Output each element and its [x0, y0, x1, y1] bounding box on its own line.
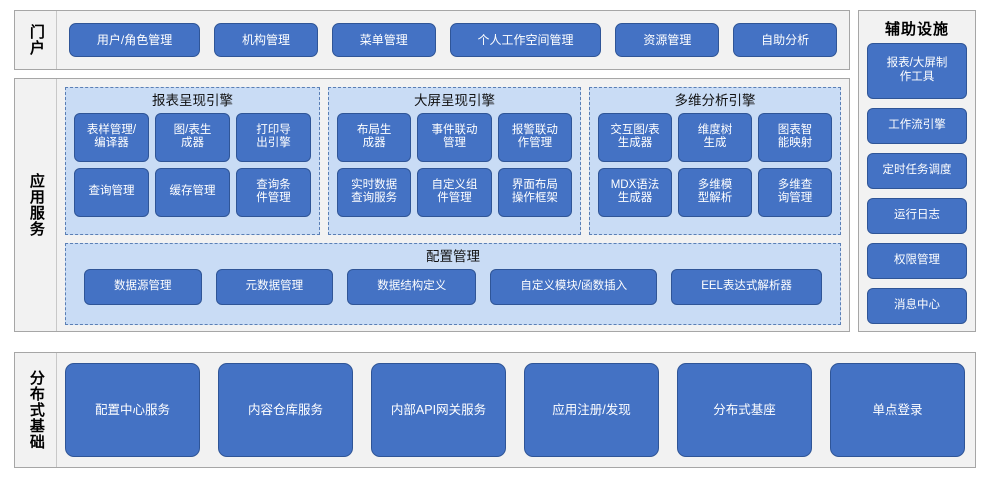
aux-button-message-center[interactable]: 消息中心 [867, 287, 967, 324]
distributed-foundation-panel: 分布式基础 配置中心服务 内容仓库服务 内部API网关服务 应用注册/发现 分布… [14, 352, 976, 468]
group-configuration-management: 配置管理 数据源管理 元数据管理 数据结构定义 自定义模块/函数插入 EEL表达… [65, 243, 841, 325]
btn-layout-generator[interactable]: 布局生 成器 [337, 112, 412, 162]
group-title-bigscreen-rendering-engine: 大屏呈现引擎 [414, 93, 495, 108]
dist-button-application-registration-discovery[interactable]: 应用注册/发现 [524, 363, 659, 457]
portal-button-menu-management[interactable]: 菜单管理 [331, 23, 436, 57]
group-bigscreen-rendering-engine: 大屏呈现引擎 布局生 成器 事件联动 管理 报警联动 作管理 实时数据 查询服务… [328, 87, 581, 235]
group-row-configuration-management: 数据源管理 元数据管理 数据结构定义 自定义模块/函数插入 EEL表达式解析器 [66, 268, 840, 313]
btn-multidimensional-query-management[interactable]: 多维查 询管理 [758, 167, 832, 217]
btn-realtime-data-query-service[interactable]: 实时数据 查询服务 [337, 167, 412, 217]
portal-button-organization-management[interactable]: 机构管理 [214, 23, 318, 57]
portal-button-self-service-analysis[interactable]: 自助分析 [733, 23, 838, 57]
auxiliary-facilities-title: 辅助设施 [884, 21, 949, 38]
portal-panel: 门户 用户/角色管理 机构管理 菜单管理 个人工作空间管理 资源管理 自助分析 [14, 10, 850, 70]
btn-query-management[interactable]: 查询管理 [74, 167, 149, 217]
application-services-body: 报表呈现引擎 表样管理/ 编译器 图/表生 成器 打印导 出引擎 查询管理 缓存… [65, 87, 841, 325]
group-grid-multidimensional-analysis-engine: 交互图/表 生成器 维度树 生成 图表智 能映射 MDX语法 生成器 多维模 型… [590, 112, 840, 225]
btn-alarm-linkage-action-management[interactable]: 报警联动 作管理 [497, 112, 572, 162]
group-grid-report-rendering-engine: 表样管理/ 编译器 图/表生 成器 打印导 出引擎 查询管理 缓存管理 查询条 … [66, 112, 319, 225]
aux-button-permission-management[interactable]: 权限管理 [867, 242, 967, 279]
distributed-foundation-panel-label: 分布式基础 [15, 353, 57, 467]
btn-interactive-chart-table-generator[interactable]: 交互图/表 生成器 [598, 112, 672, 162]
btn-multidimensional-model-parsing[interactable]: 多维模 型解析 [678, 167, 752, 217]
portal-button-user-role-management[interactable]: 用户/角色管理 [69, 23, 201, 57]
btn-data-structure-definition[interactable]: 数据结构定义 [347, 268, 477, 305]
auxiliary-facilities-panel: 辅助设施 报表/大屏制 作工具 工作流引擎 定时任务调度 运行日志 权限管理 消… [858, 10, 976, 332]
btn-eel-expression-parser[interactable]: EEL表达式解析器 [671, 268, 822, 305]
btn-custom-component-management[interactable]: 自定义组 件管理 [417, 167, 492, 217]
btn-cache-management[interactable]: 缓存管理 [155, 167, 230, 217]
distributed-foundation-button-row: 配置中心服务 内容仓库服务 内部API网关服务 应用注册/发现 分布式基座 单点… [65, 363, 965, 457]
application-services-panel: 应用服务 报表呈现引擎 表样管理/ 编译器 图/表生 成器 打印导 出引擎 查询… [14, 78, 850, 332]
group-title-configuration-management: 配置管理 [426, 249, 480, 264]
aux-button-scheduled-task-scheduling[interactable]: 定时任务调度 [867, 152, 967, 189]
btn-print-export-engine[interactable]: 打印导 出引擎 [236, 112, 311, 162]
dist-button-configuration-center-service[interactable]: 配置中心服务 [65, 363, 200, 457]
group-title-report-rendering-engine: 报表呈现引擎 [152, 93, 233, 108]
dist-button-internal-api-gateway-service[interactable]: 内部API网关服务 [371, 363, 506, 457]
auxiliary-facilities-list: 报表/大屏制 作工具 工作流引擎 定时任务调度 运行日志 权限管理 消息中心 [867, 43, 967, 324]
portal-panel-label: 门户 [15, 11, 57, 69]
btn-event-linkage-management[interactable]: 事件联动 管理 [417, 112, 492, 162]
btn-query-condition-management[interactable]: 查询条 件管理 [236, 167, 311, 217]
portal-button-resource-management[interactable]: 资源管理 [615, 23, 720, 57]
dist-button-single-sign-on[interactable]: 单点登录 [830, 363, 965, 457]
application-services-panel-label: 应用服务 [15, 79, 57, 331]
btn-mdx-syntax-generator[interactable]: MDX语法 生成器 [598, 167, 672, 217]
aux-button-runtime-log[interactable]: 运行日志 [867, 197, 967, 234]
dist-button-content-repository-service[interactable]: 内容仓库服务 [218, 363, 353, 457]
btn-template-management-compiler[interactable]: 表样管理/ 编译器 [74, 112, 149, 162]
dist-button-distributed-base[interactable]: 分布式基座 [677, 363, 812, 457]
btn-datasource-management[interactable]: 数据源管理 [84, 268, 202, 305]
btn-dimension-tree-generation[interactable]: 维度树 生成 [678, 112, 752, 162]
group-title-multidimensional-analysis-engine: 多维分析引擎 [674, 93, 756, 108]
group-grid-bigscreen-rendering-engine: 布局生 成器 事件联动 管理 报警联动 作管理 实时数据 查询服务 自定义组 件… [329, 112, 580, 225]
btn-chart-intelligent-mapping[interactable]: 图表智 能映射 [758, 112, 832, 162]
group-multidimensional-analysis-engine: 多维分析引擎 交互图/表 生成器 维度树 生成 图表智 能映射 MDX语法 生成… [589, 87, 841, 235]
portal-button-row: 用户/角色管理 机构管理 菜单管理 个人工作空间管理 资源管理 自助分析 [63, 11, 843, 69]
btn-custom-module-function-insertion[interactable]: 自定义模块/函数插入 [490, 268, 658, 305]
aux-button-report-bigscreen-authoring-tool[interactable]: 报表/大屏制 作工具 [867, 43, 967, 99]
group-report-rendering-engine: 报表呈现引擎 表样管理/ 编译器 图/表生 成器 打印导 出引擎 查询管理 缓存… [65, 87, 320, 235]
btn-ui-layout-operation-framework[interactable]: 界面布局 操作框架 [497, 167, 572, 217]
aux-button-workflow-engine[interactable]: 工作流引擎 [867, 107, 967, 144]
btn-metadata-management[interactable]: 元数据管理 [215, 268, 334, 305]
btn-chart-table-generator[interactable]: 图/表生 成器 [155, 112, 230, 162]
portal-button-personal-workspace-management[interactable]: 个人工作空间管理 [449, 23, 602, 57]
